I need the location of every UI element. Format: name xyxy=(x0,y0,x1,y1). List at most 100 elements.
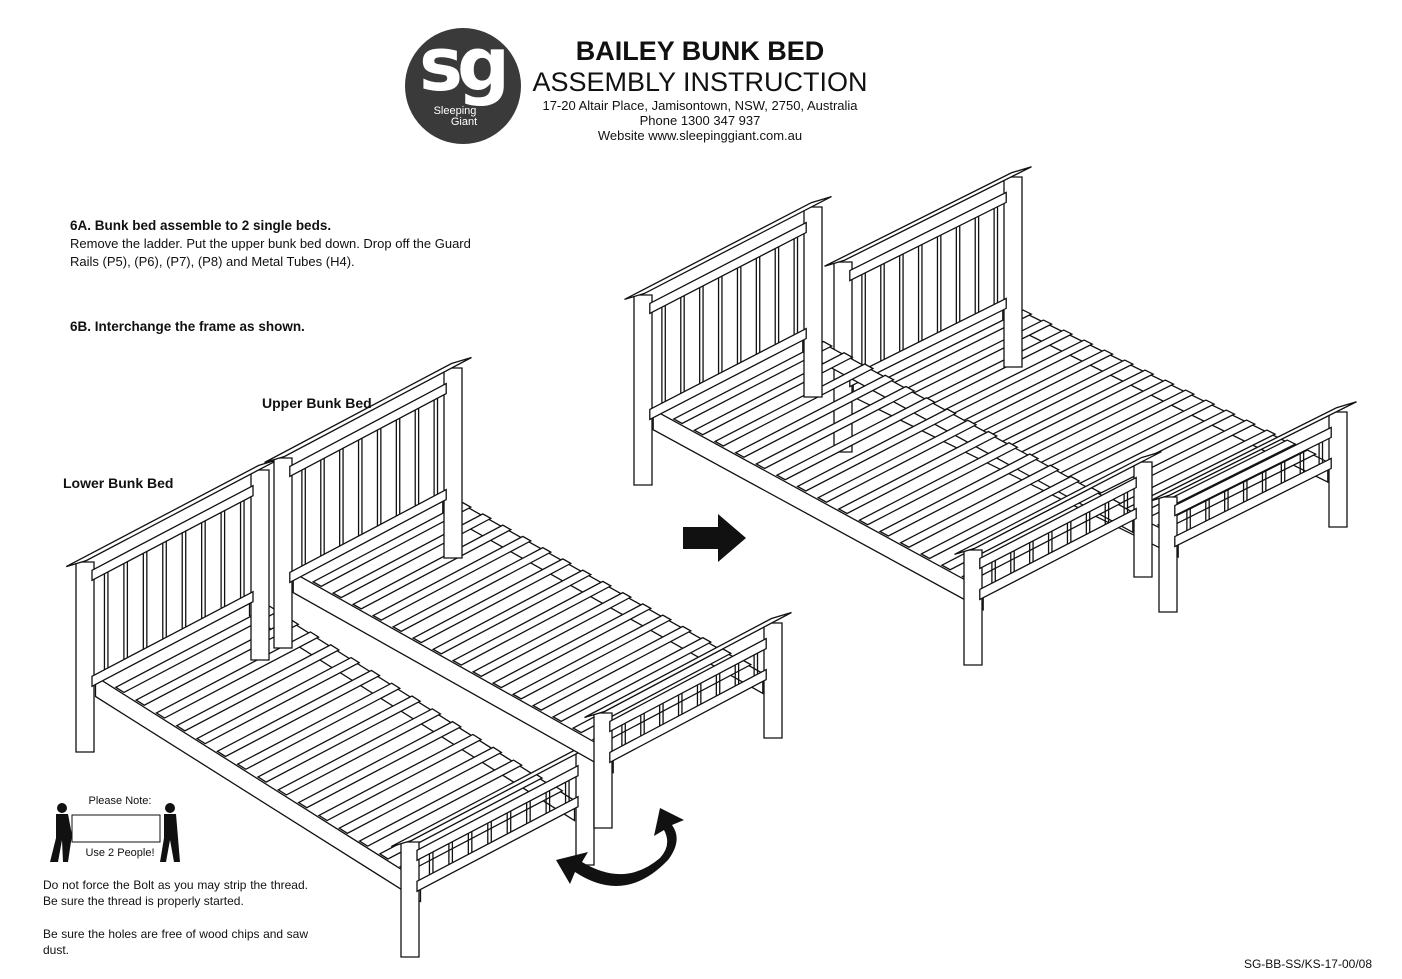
headboard-top-rail xyxy=(91,484,254,582)
slat xyxy=(155,631,320,719)
upper-bunk-label: Upper Bunk Bed xyxy=(262,395,372,411)
slat xyxy=(734,374,895,458)
rotate-arrow-icon xyxy=(556,808,684,886)
slat xyxy=(919,475,1081,560)
footboard-post xyxy=(1133,461,1153,578)
footboard-bottom-rail xyxy=(1174,457,1332,548)
document-subtitle: ASSEMBLY INSTRUCTION xyxy=(532,67,868,97)
slat xyxy=(451,580,613,666)
single-bed-front xyxy=(624,195,1162,666)
slat xyxy=(1014,379,1175,460)
slat xyxy=(878,453,1040,537)
note-top: Please Note: xyxy=(88,795,152,807)
slat xyxy=(471,591,633,678)
slat xyxy=(953,349,1114,430)
logo-brand-line1: Sleeping xyxy=(433,105,477,117)
slat xyxy=(297,720,463,809)
headboard-bottom-rail xyxy=(649,327,807,421)
phone: Phone 1300 347 937 xyxy=(639,113,761,128)
lower-bunk-label: Lower Bunk Bed xyxy=(63,475,174,491)
document-header: BAILEY BUNK BED ASSEMBLY INSTRUCTION 17-… xyxy=(530,36,870,143)
document-code: SG-BB-SS/KS-17-00/08 xyxy=(1243,957,1372,971)
step-6b: 6B. Interchange the frame as shown. xyxy=(70,318,305,336)
slat xyxy=(837,430,999,515)
step-heading: 6A. Bunk bed assemble to 2 single beds. xyxy=(70,218,332,233)
address: 17-20 Altair Place, Jamisontown, NSW, 27… xyxy=(542,98,858,113)
slat xyxy=(899,464,1060,548)
note-bottom: Use 2 People! xyxy=(80,847,160,859)
slat xyxy=(331,513,493,599)
slat xyxy=(531,625,693,711)
slat xyxy=(195,656,361,745)
headboard-top-rail xyxy=(849,191,1007,282)
bolt-warning: Do not force the Bolt as you may strip t… xyxy=(43,878,308,908)
step-heading: 6B. Interchange the frame as shown. xyxy=(70,319,305,334)
slat xyxy=(1075,409,1236,490)
footboard-post xyxy=(763,622,783,739)
headboard-post xyxy=(273,457,293,649)
right-arrow-icon xyxy=(683,514,746,562)
footboard-top-rail xyxy=(609,637,767,733)
slat xyxy=(317,733,483,822)
slat xyxy=(351,524,513,610)
slat xyxy=(411,558,573,644)
footboard-top-rail xyxy=(1174,426,1332,517)
upper-bunk-bed xyxy=(264,356,792,829)
footboard-post xyxy=(1158,496,1178,613)
logo-brand-line2: Giant xyxy=(450,116,478,128)
slat xyxy=(256,695,422,783)
headboard-cap xyxy=(824,166,1032,267)
slat xyxy=(892,319,1054,400)
footboard-top-rail xyxy=(416,764,579,862)
footboard-post xyxy=(575,749,595,866)
footboard-cap xyxy=(954,450,1162,556)
footboard-bottom-rail xyxy=(979,507,1137,601)
step-6a: 6A. Bunk bed assemble to 2 single beds. … xyxy=(70,217,480,271)
slat xyxy=(511,614,673,700)
slat xyxy=(796,408,957,492)
slat xyxy=(993,369,1155,450)
headboard-post xyxy=(1003,176,1023,368)
slat xyxy=(371,535,533,621)
slat xyxy=(236,682,402,771)
slat xyxy=(672,340,834,425)
logo-mark: sg xyxy=(419,22,510,108)
slat xyxy=(311,501,473,588)
step-text: Remove the ladder. Put the upper bunk be… xyxy=(70,236,471,269)
footboard-bottom-rail xyxy=(609,668,767,764)
holes-warning: Be sure the holes are free of wood chips… xyxy=(43,927,308,957)
side-rail xyxy=(652,408,984,611)
slat xyxy=(337,746,503,835)
footboard-cap xyxy=(584,611,792,719)
product-title: BAILEY BUNK BED xyxy=(575,36,825,66)
headboard-post xyxy=(75,561,95,753)
headboard-bottom-rail xyxy=(91,590,254,688)
slat xyxy=(973,359,1135,440)
side-rail xyxy=(292,571,614,774)
headboard-post xyxy=(633,294,653,486)
side-rail xyxy=(94,675,422,903)
website: Website www.sleepinggiant.com.au xyxy=(597,128,803,143)
slat xyxy=(551,636,713,723)
headboard-post xyxy=(803,206,823,398)
slat xyxy=(391,546,553,633)
footboard-cap xyxy=(1149,401,1357,502)
footboard-top-rail xyxy=(979,476,1137,570)
two-people-icon xyxy=(50,803,180,862)
footboard-post xyxy=(593,712,613,829)
slat xyxy=(858,442,1019,526)
footboard-bottom-rail xyxy=(416,795,579,893)
headboard-bottom-rail xyxy=(289,488,447,584)
slat xyxy=(1034,389,1196,470)
slat xyxy=(754,385,916,470)
headboard-cap xyxy=(264,356,472,464)
slat xyxy=(816,419,978,503)
headboard-post xyxy=(443,367,463,559)
footboard-post xyxy=(400,841,420,958)
lower-bunk-bed xyxy=(65,458,605,958)
footboard-post xyxy=(963,549,983,666)
headboard-top-rail xyxy=(649,221,807,315)
slat xyxy=(775,397,937,481)
